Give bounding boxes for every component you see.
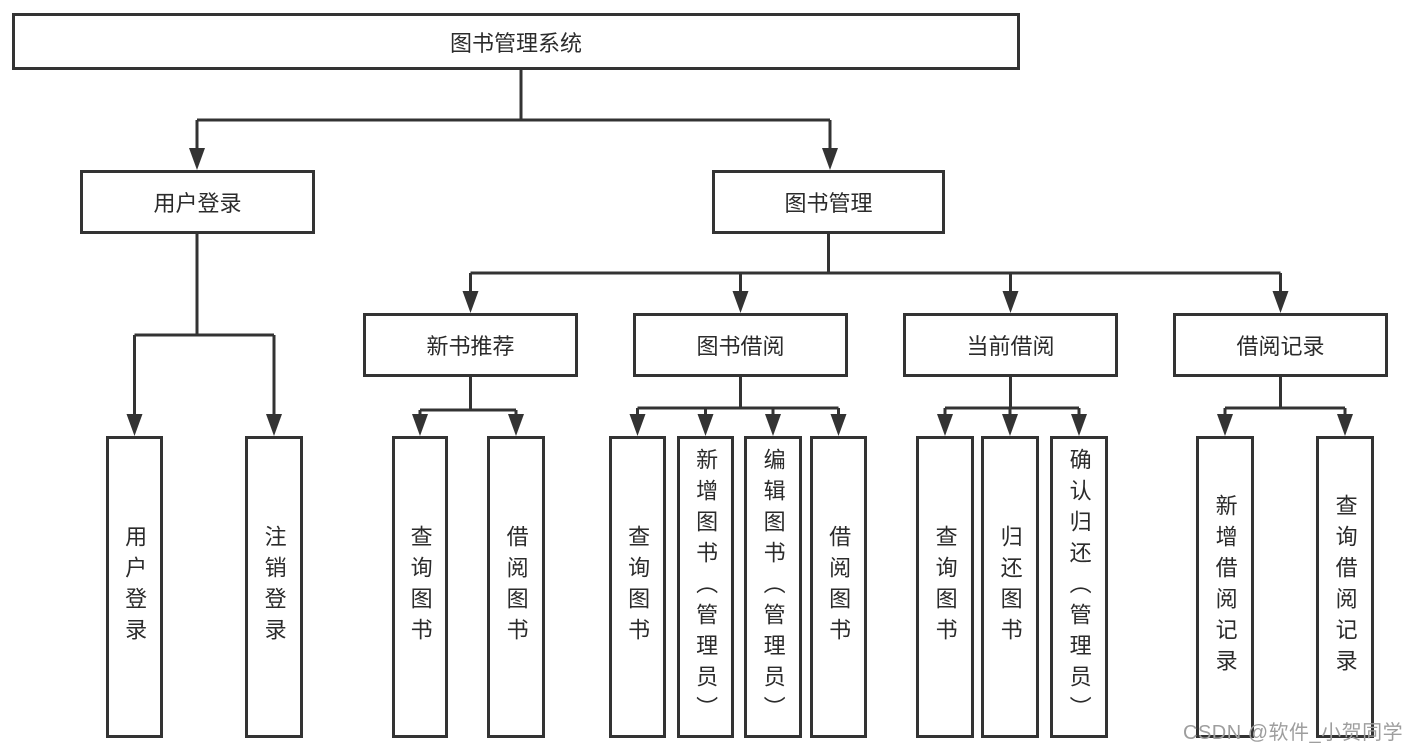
connector-book-borrowing (629, 377, 847, 436)
node-label: 用户登录 (153, 191, 242, 216)
arrowhead-icon (189, 148, 205, 170)
node-query-books-current: 查询图书 (916, 436, 974, 738)
arrowhead-icon (937, 414, 953, 436)
connector-current-borrowing (937, 377, 1087, 436)
arrowhead-icon (1071, 414, 1087, 436)
connector-path (943, 377, 1081, 416)
arrowhead-icon (1272, 291, 1289, 313)
node-label: 查询借阅记录 (1332, 494, 1358, 680)
node-label: 借阅记录 (1236, 334, 1325, 359)
arrowhead-icon (765, 414, 781, 436)
node-logout: 注销登录 (245, 436, 303, 738)
node-label: 新书推荐 (426, 334, 515, 359)
node-confirm-return-admin: 确认归还（管理员） (1050, 436, 1108, 738)
arrowhead-icon (508, 414, 524, 436)
node-label: 借阅图书 (826, 525, 852, 649)
connector-root (189, 70, 838, 170)
node-query-books-borrow: 查询图书 (609, 436, 666, 738)
node-label: 归还图书 (997, 525, 1023, 649)
arrowhead-icon (732, 291, 749, 313)
node-current-borrowing: 当前借阅 (903, 313, 1118, 377)
node-label: 编辑图书（管理员） (760, 447, 786, 727)
node-label: 查询图书 (625, 525, 651, 649)
arrowhead-icon (830, 414, 847, 436)
connector-book-management (462, 234, 1289, 313)
node-query-borrow-record: 查询借阅记录 (1316, 436, 1374, 738)
node-label: 注销登录 (261, 525, 287, 649)
arrowhead-icon (1337, 414, 1353, 436)
connector-path (418, 377, 518, 416)
arrowhead-icon (412, 414, 428, 436)
arrowhead-icon (1002, 291, 1019, 313)
arrowhead-icon (1217, 414, 1233, 436)
node-add-books-admin: 新增图书（管理员） (677, 436, 734, 738)
node-label: 新增借阅记录 (1212, 494, 1238, 680)
node-label: 当前借阅 (966, 334, 1055, 359)
node-label: 图书借阅 (696, 334, 785, 359)
connector-path (195, 70, 832, 150)
node-book-borrowing: 图书借阅 (633, 313, 848, 377)
arrowhead-icon (1002, 414, 1018, 436)
node-label: 图书管理 (784, 191, 873, 216)
node-library-system: 图书管理系统 (12, 13, 1020, 70)
csdn-watermark: CSDN @软件_小贺同学 (1183, 722, 1404, 744)
node-label: 确认归还（管理员） (1066, 447, 1092, 727)
connector-new-book-recommend (412, 377, 524, 436)
node-user-login: 用户登录 (80, 170, 315, 234)
arrowhead-icon (126, 414, 143, 436)
node-label: 查询图书 (932, 525, 958, 649)
arrowhead-icon (462, 291, 479, 313)
node-edit-books-admin: 编辑图书（管理员） (744, 436, 802, 738)
node-borrow-books-recommend: 借阅图书 (487, 436, 545, 738)
node-new-book-recommend: 新书推荐 (363, 313, 578, 377)
arrowhead-icon (822, 148, 838, 170)
node-query-books-recommend: 查询图书 (392, 436, 448, 738)
connector-path (133, 234, 276, 416)
connector-path (636, 377, 840, 416)
node-book-management: 图书管理 (712, 170, 945, 234)
node-borrow-books: 借阅图书 (810, 436, 867, 738)
node-return-books: 归还图书 (981, 436, 1039, 738)
arrowhead-icon (629, 414, 646, 436)
node-label: 图书管理系统 (449, 30, 582, 56)
connector-user-login (126, 234, 282, 436)
node-add-borrow-record: 新增借阅记录 (1196, 436, 1254, 738)
connector-path (469, 234, 1282, 293)
connector-borrow-records (1217, 377, 1353, 436)
node-label: 用户登录 (122, 525, 148, 649)
arrowhead-icon (697, 414, 714, 436)
connector-path (1223, 377, 1347, 416)
arrowhead-icon (266, 414, 282, 436)
node-user-login-leaf: 用户登录 (106, 436, 163, 738)
node-borrow-records: 借阅记录 (1173, 313, 1388, 377)
node-label: 查询图书 (407, 525, 433, 649)
node-label: 借阅图书 (503, 525, 529, 649)
node-label: 新增图书（管理员） (693, 447, 719, 727)
